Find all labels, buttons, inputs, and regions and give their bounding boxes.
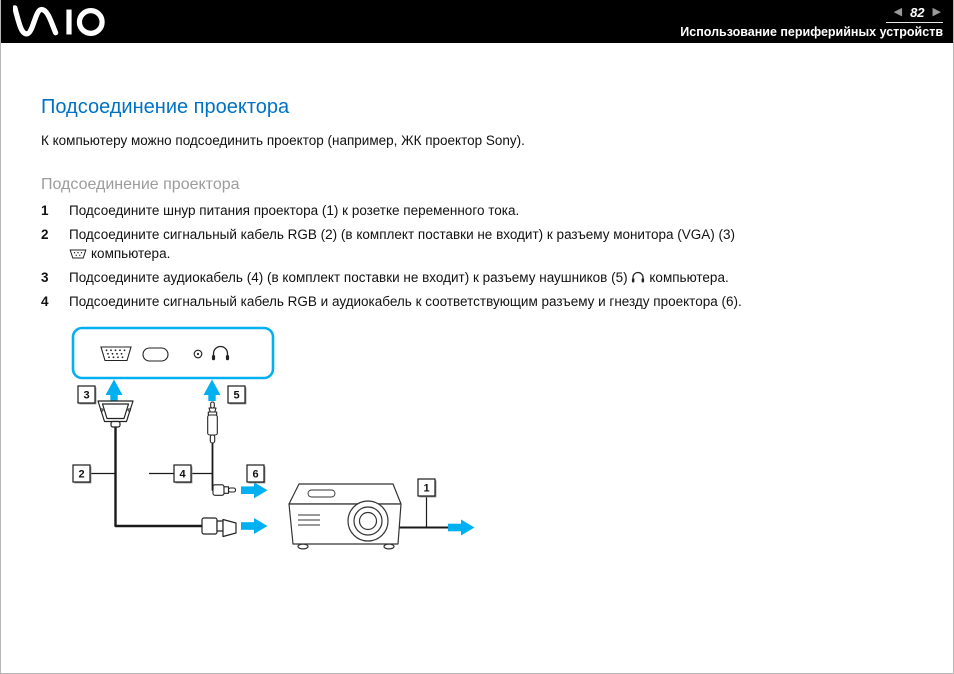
callout-2: 2 (72, 464, 92, 484)
page-title: Подсоединение проектора (41, 96, 290, 118)
step-text-after-icon: компьютера. (91, 246, 171, 261)
step-text-main: Подсоедините сигнальный кабель RGB и ауд… (69, 294, 742, 309)
step-text: Подсоедините сигнальный кабель RGB и ауд… (69, 292, 913, 311)
step-text-main: Подсоедините шнур питания проектора (1) … (69, 203, 520, 218)
section-title: Использование периферийных устройств (680, 24, 943, 39)
step-text: Подсоедините шнур питания проектора (1) … (69, 201, 913, 220)
vga-plug-right (201, 517, 237, 538)
vaio-i-glyph (66, 9, 72, 34)
audio-plug-right (212, 484, 237, 496)
step-number: 3 (41, 270, 49, 285)
step-row-1: 1 Подсоедините шнур питания проектора (1… (41, 201, 913, 220)
headphones-icon (632, 271, 645, 283)
audio-cable (211, 443, 214, 491)
step-text: Подсоедините сигнальный кабель RGB (2) (… (69, 225, 913, 263)
up-arrow-audio-icon (203, 379, 221, 401)
procedure-heading: Подсоединение проектора (41, 176, 240, 193)
header-right: ◀ 82 ▶ Использование периферийных устрой… (680, 5, 943, 39)
intro-text: К компьютеру можно подсоединить проектор… (41, 133, 525, 148)
callout-label: 4 (179, 468, 186, 480)
vga-connector-back (97, 400, 134, 428)
computer-ports-panel (71, 326, 275, 380)
projector-illustration (288, 483, 402, 550)
port-opening-icon (142, 347, 169, 362)
vaio-logo (13, 4, 105, 37)
callout-6: 6 (246, 464, 266, 484)
callout-1: 1 (417, 478, 437, 498)
callout-label: 6 (252, 468, 258, 480)
callout-label: 1 (423, 482, 429, 494)
rgb-cable (114, 426, 202, 528)
callout-3: 3 (77, 385, 97, 405)
step-text-main: Подсоедините сигнальный кабель RGB (2) (… (69, 227, 736, 242)
step-number: 2 (41, 227, 49, 242)
step-number: 4 (41, 294, 49, 309)
content-area: Подсоединение проектора К компьютеру мож… (1, 43, 953, 564)
callout-4: 4 (173, 464, 193, 484)
step-row-4: 4 Подсоедините сигнальный кабель RGB и а… (41, 292, 913, 311)
audio-plug-vertical (207, 401, 218, 444)
step-row-3: 3 Подсоедините аудиокабель (4) (в компле… (41, 268, 913, 287)
step-row-2: 2 Подсоедините сигнальный кабель RGB (2)… (41, 225, 913, 263)
prev-page-button[interactable]: ◀ (893, 5, 903, 18)
next-page-button[interactable]: ▶ (932, 5, 941, 18)
right-arrow-power-icon (448, 519, 475, 536)
vga-port-icon (100, 346, 132, 362)
header-bar: VAIO ◀ 82 ▶ Использование периферийных у… (1, 0, 953, 43)
callout-label: 2 (78, 468, 84, 480)
page-navigation: ◀ 82 ▶ (885, 4, 943, 23)
step-text-main: Подсоедините аудиокабель (4) (в комплект… (69, 270, 628, 285)
vaio-wave-glyph (13, 4, 59, 37)
step-text-after-icon: компьютера. (649, 270, 729, 285)
step-number: 1 (41, 203, 49, 218)
vaio-o-glyph (76, 7, 105, 36)
up-arrow-vga-icon (105, 379, 123, 401)
callout-label: 5 (233, 389, 239, 401)
callout-5: 5 (227, 385, 247, 405)
right-arrow-audio-icon (241, 482, 268, 499)
page-number: 82 (910, 4, 925, 20)
headphone-jack-icon (193, 349, 203, 359)
callout-label: 3 (83, 389, 89, 401)
monitor-port-icon (69, 249, 87, 259)
right-arrow-rgb-icon (241, 518, 268, 534)
headphones-icon (211, 345, 230, 361)
step-text: Подсоедините аудиокабель (4) (в комплект… (69, 268, 913, 287)
connection-diagram: 3 5 2 4 6 (71, 326, 475, 550)
